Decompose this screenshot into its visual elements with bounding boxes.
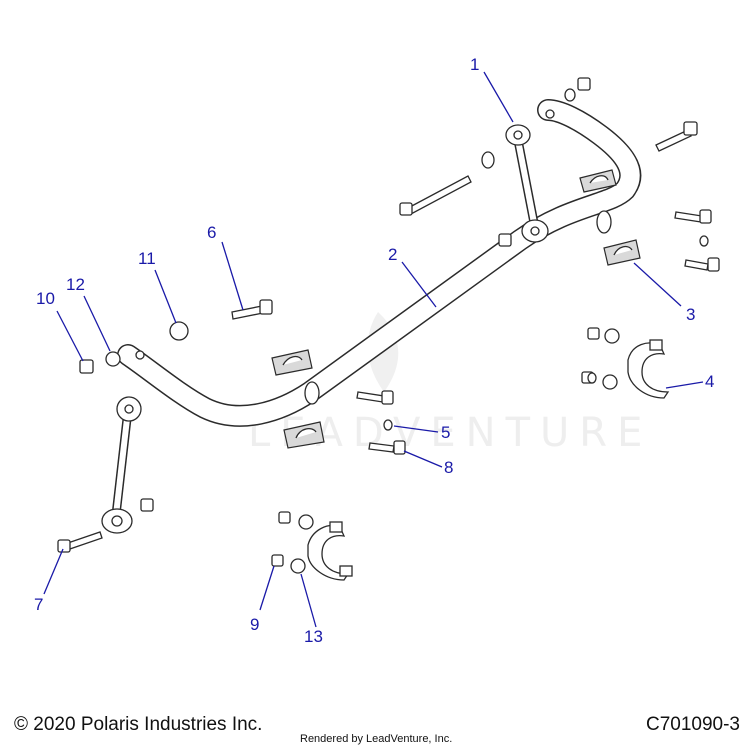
small-hardware xyxy=(79,77,709,574)
bushing-left-lower xyxy=(283,421,325,449)
bolt-8 xyxy=(368,440,406,455)
bolt-6 xyxy=(231,299,273,320)
clamp-lower xyxy=(307,521,353,581)
callout-8: 8 xyxy=(444,458,453,477)
callout-11: 11 xyxy=(138,249,156,268)
bushing-left-upper xyxy=(271,349,313,376)
stabilizer-bar xyxy=(117,99,642,427)
lower-stabilizer-link xyxy=(57,396,154,553)
clamp-4 xyxy=(627,339,670,399)
bushing-3 xyxy=(603,239,641,266)
callout-labels: 1 2 3 4 5 6 7 8 9 10 11 12 13 xyxy=(34,55,714,646)
callout-10: 10 xyxy=(36,289,55,308)
copyright-text: © 2020 Polaris Industries Inc. xyxy=(14,714,263,735)
callout-5: 5 xyxy=(441,423,450,442)
bolt-right-low xyxy=(684,257,720,272)
upper-stabilizer-link xyxy=(498,124,549,247)
callout-2: 2 xyxy=(388,245,397,264)
callout-9: 9 xyxy=(250,615,259,634)
callout-4: 4 xyxy=(705,372,714,391)
bolt-right-mid xyxy=(674,209,712,224)
callout-13: 13 xyxy=(304,627,323,646)
bolt-upper-link xyxy=(399,175,472,216)
bushing-upper-right xyxy=(579,169,617,193)
callout-6: 6 xyxy=(207,223,216,242)
bolt-right-top xyxy=(655,121,698,152)
callout-1: 1 xyxy=(470,55,479,74)
callout-7: 7 xyxy=(34,595,43,614)
callout-12: 12 xyxy=(66,275,85,294)
diagram-code: C701090-3 xyxy=(645,714,740,735)
leader-lines xyxy=(43,71,704,628)
bolt-center xyxy=(356,390,394,405)
rendered-by-text: Rendered by LeadVenture, Inc. xyxy=(300,733,453,745)
callout-3: 3 xyxy=(686,305,695,324)
